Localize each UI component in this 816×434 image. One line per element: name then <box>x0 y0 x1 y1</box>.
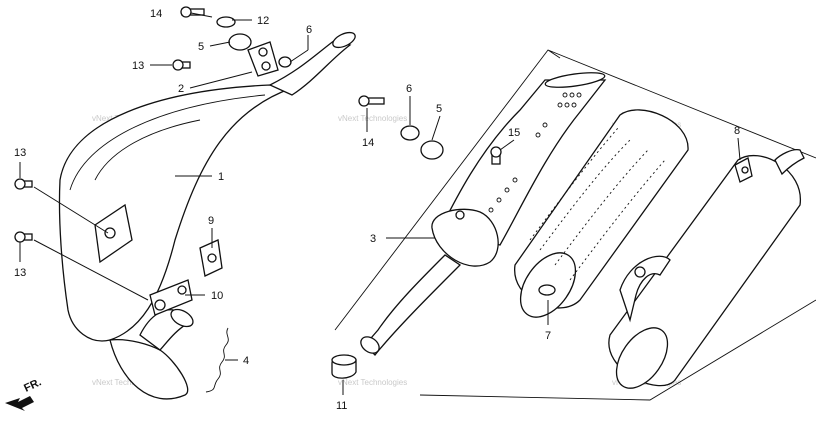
muffler-body <box>608 149 805 389</box>
silencer-core <box>360 72 607 356</box>
callout-4: 4 <box>243 355 249 367</box>
expansion-chamber <box>58 31 356 400</box>
callout-2: 2 <box>178 83 184 95</box>
callout-8: 8 <box>734 125 740 137</box>
callout-14: 14 <box>362 137 374 149</box>
callout-5: 5 <box>436 103 442 115</box>
watermark: vNext Technologies <box>338 378 407 387</box>
rubber-grommet <box>228 33 252 51</box>
watermark: vNext Technologies <box>338 114 407 123</box>
lower-left-hardware <box>149 239 229 393</box>
collar <box>278 56 292 68</box>
callouts: 14 12 5 6 13 2 1 13 13 9 10 4 14 6 5 15 … <box>14 8 740 412</box>
callout-13: 13 <box>14 267 26 279</box>
callout-1: 1 <box>218 171 224 183</box>
arrow-icon <box>5 396 34 411</box>
silencer-packing <box>514 109 689 318</box>
direction-label: FR. <box>22 376 43 394</box>
spring <box>205 327 229 393</box>
callout-7: 7 <box>545 330 551 342</box>
callout-9: 9 <box>208 215 214 227</box>
callout-12: 12 <box>257 15 269 27</box>
callout-11: 11 <box>336 400 347 412</box>
watermark: vNext Technologies <box>92 378 161 387</box>
callout-13: 13 <box>14 147 26 159</box>
callout-15: 15 <box>508 127 520 139</box>
upper-mount-hardware <box>14 6 292 243</box>
assembly-boundary <box>334 49 816 401</box>
right-mount-hardware <box>331 95 502 379</box>
callout-14: 14 <box>150 8 162 20</box>
callout-3: 3 <box>370 233 376 245</box>
front-direction-indicator: FR. <box>5 376 43 411</box>
callout-6: 6 <box>406 83 412 95</box>
callout-6: 6 <box>306 24 312 36</box>
callout-10: 10 <box>211 290 223 302</box>
leader-lines <box>19 12 741 395</box>
washer <box>216 16 236 28</box>
mount-plate <box>247 41 279 77</box>
callout-5: 5 <box>198 41 204 53</box>
callout-13: 13 <box>132 60 144 72</box>
